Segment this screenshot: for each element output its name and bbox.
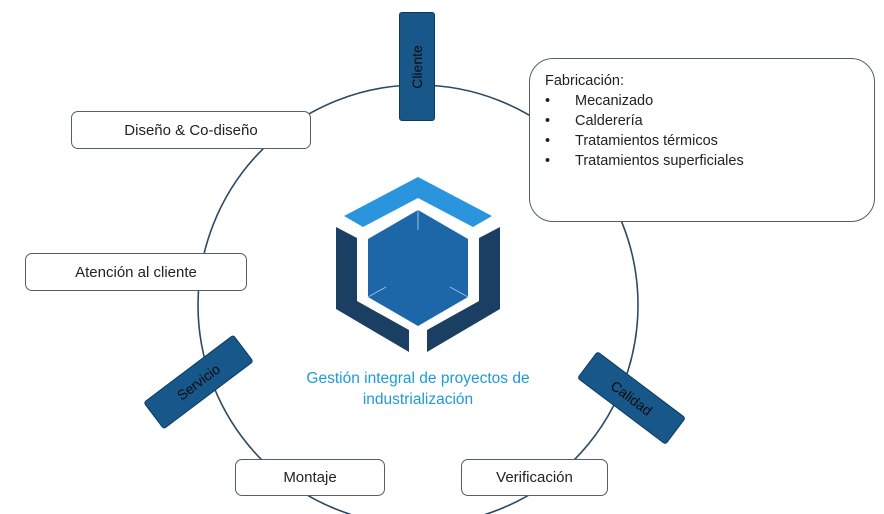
atencion-box: Atención al cliente (25, 253, 247, 291)
verificacion-box: Verificación (461, 459, 608, 496)
cliente-tag: Cliente (399, 12, 435, 121)
cliente-tag-label: Cliente (409, 44, 425, 89)
montaje-box: Montaje (235, 459, 385, 496)
fabricacion-item: Tratamientos superficiales (545, 151, 874, 171)
fabricacion-box: Fabricación: Mecanizado Calderería Trata… (529, 58, 875, 222)
fabricacion-item: Mecanizado (545, 91, 874, 111)
fabricacion-item: Tratamientos térmicos (545, 131, 874, 151)
atencion-box-label: Atención al cliente (75, 263, 197, 281)
center-label: Gestión integral de proyectos de industr… (306, 370, 530, 408)
diseno-box-label: Diseño & Co-diseño (124, 121, 258, 139)
fabricacion-list: Mecanizado Calderería Tratamientos térmi… (545, 91, 874, 171)
hexagon-logo (336, 177, 500, 352)
verificacion-box-label: Verificación (496, 469, 573, 486)
fabricacion-title: Fabricación: (545, 73, 624, 89)
diseno-box: Diseño & Co-diseño (71, 111, 311, 149)
montaje-box-label: Montaje (283, 469, 337, 486)
fabricacion-item: Calderería (545, 111, 874, 131)
